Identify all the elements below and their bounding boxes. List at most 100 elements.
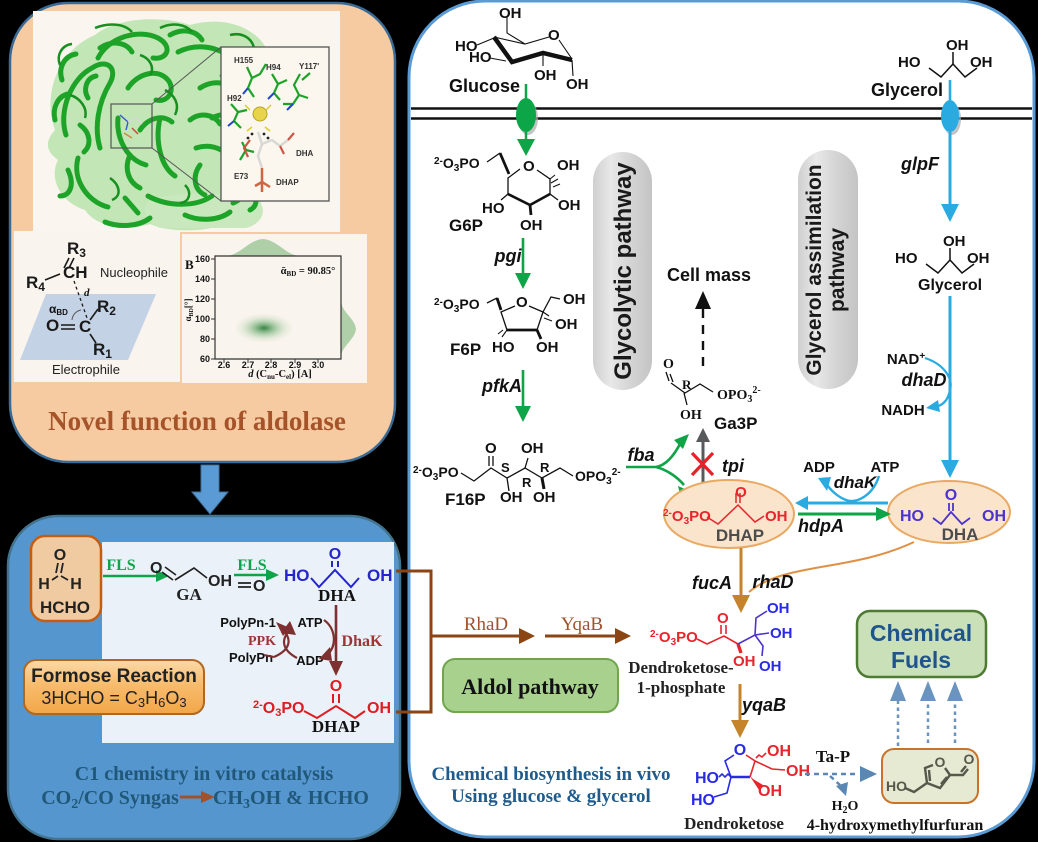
- svg-text:PolyPn-1: PolyPn-1: [220, 615, 276, 630]
- svg-text:OH: OH: [982, 508, 1006, 525]
- svg-text:DHA: DHA: [942, 525, 979, 544]
- svg-text:OH: OH: [533, 489, 556, 506]
- svg-text:O: O: [523, 158, 535, 175]
- svg-text:Electrophile: Electrophile: [52, 362, 120, 377]
- svg-text:PolyPn: PolyPn: [229, 650, 273, 665]
- svg-text:R: R: [682, 377, 692, 392]
- svg-text:DHAP: DHAP: [276, 178, 299, 187]
- svg-text:2-O3PO: 2-O3PO: [650, 629, 698, 648]
- svg-text:H92: H92: [227, 94, 242, 103]
- svg-text:DHAP: DHAP: [312, 717, 360, 736]
- svg-text:2-O3PO: 2-O3PO: [663, 508, 711, 527]
- svg-text:HO: HO: [492, 339, 515, 356]
- svg-text:NAD+: NAD+: [887, 351, 926, 368]
- svg-text:CH3OH & HCHO: CH3OH & HCHO: [213, 787, 369, 812]
- svg-text:OH: OH: [499, 5, 522, 22]
- svg-text:OH: OH: [733, 653, 756, 670]
- svg-text:Fuels: Fuels: [891, 647, 951, 673]
- svg-text:OH: OH: [943, 233, 966, 250]
- svg-text:pgi: pgi: [494, 246, 523, 266]
- svg-text:OH: OH: [367, 700, 391, 717]
- svg-text:Using glucose & glycerol: Using glucose & glycerol: [451, 786, 651, 807]
- svg-text:80: 80: [200, 334, 210, 344]
- svg-text:ATP: ATP: [297, 615, 322, 630]
- svg-text:O: O: [54, 547, 66, 564]
- svg-text:OH: OH: [770, 625, 793, 642]
- svg-text:3.0: 3.0: [312, 360, 325, 370]
- svg-text:OH: OH: [946, 37, 969, 54]
- svg-text:OH: OH: [758, 783, 782, 800]
- svg-text:OH: OH: [520, 217, 543, 234]
- svg-text:2-O3PO: 2-O3PO: [434, 296, 480, 315]
- svg-text:Glycerol: Glycerol: [871, 80, 943, 100]
- svg-text:H2O: H2O: [832, 799, 859, 816]
- svg-text:Glycerol assimilation: Glycerol assimilation: [803, 164, 826, 375]
- svg-text:2.8: 2.8: [265, 360, 278, 370]
- svg-text:O: O: [735, 484, 747, 501]
- svg-text:DHA: DHA: [318, 586, 357, 605]
- svg-text:OH: OH: [786, 763, 810, 780]
- svg-text:140: 140: [195, 274, 210, 284]
- svg-text:3HCHO = C3H6O3: 3HCHO = C3H6O3: [41, 688, 186, 710]
- svg-text:Chemical biosynthesis in vivo: Chemical biosynthesis in vivo: [431, 764, 670, 785]
- svg-text:dhaK: dhaK: [834, 473, 878, 492]
- svg-text:O: O: [717, 610, 729, 627]
- svg-text:B: B: [185, 257, 194, 272]
- svg-text:DHAP: DHAP: [716, 526, 764, 545]
- svg-text:OH: OH: [557, 157, 580, 174]
- svg-text:Glycerol: Glycerol: [918, 277, 982, 294]
- svg-text:O: O: [935, 754, 946, 770]
- svg-text:pathway: pathway: [826, 228, 849, 312]
- svg-text:F6P: F6P: [450, 340, 481, 359]
- svg-text:dhaD: dhaD: [902, 370, 947, 390]
- svg-text:tpi: tpi: [722, 456, 745, 476]
- svg-text:G6P: G6P: [449, 216, 483, 235]
- svg-text:CH: CH: [63, 263, 88, 282]
- svg-text:2.7: 2.7: [242, 360, 255, 370]
- svg-text:OH: OH: [536, 339, 559, 356]
- svg-text:C1 chemistry in vitro catalysi: C1 chemistry in vitro catalysis: [75, 763, 334, 785]
- svg-text:O: O: [734, 742, 746, 759]
- svg-text:OH: OH: [566, 76, 589, 93]
- svg-text:2-O3PO: 2-O3PO: [434, 155, 480, 174]
- svg-text:OH: OH: [767, 600, 790, 617]
- svg-text:rhaD: rhaD: [752, 572, 793, 592]
- svg-text:O: O: [253, 578, 265, 595]
- svg-text:Dendroketose: Dendroketose: [684, 814, 784, 833]
- svg-text:O: O: [329, 546, 341, 563]
- svg-text:Nucleophile: Nucleophile: [100, 265, 168, 280]
- svg-text:H: H: [70, 576, 82, 593]
- svg-text:HO: HO: [895, 250, 918, 267]
- svg-text:E73: E73: [234, 172, 249, 181]
- svg-text:HO: HO: [695, 770, 719, 787]
- svg-text:2.9: 2.9: [289, 360, 302, 370]
- svg-text:Glycolytic pathway: Glycolytic pathway: [610, 162, 637, 380]
- svg-text:O: O: [330, 678, 342, 695]
- svg-text:H155: H155: [234, 56, 254, 65]
- svg-text:HO: HO: [455, 38, 478, 55]
- svg-text:fucA: fucA: [692, 573, 732, 593]
- svg-text:OH: OH: [765, 508, 788, 525]
- svg-text:O: O: [548, 27, 560, 44]
- svg-text:160: 160: [195, 254, 210, 264]
- svg-text:Chemical: Chemical: [870, 620, 972, 646]
- svg-text:O: O: [945, 487, 957, 504]
- svg-text:pfkA: pfkA: [481, 376, 522, 396]
- svg-text:RhaD: RhaD: [464, 614, 508, 635]
- svg-text:Aldol pathway: Aldol pathway: [461, 674, 599, 699]
- svg-text:HO: HO: [469, 49, 492, 66]
- svg-text:OH: OH: [208, 573, 232, 590]
- svg-text:C: C: [79, 317, 91, 336]
- svg-text:OH: OH: [767, 743, 791, 760]
- svg-text:R: R: [540, 460, 550, 475]
- svg-text:OH: OH: [680, 408, 702, 423]
- svg-text:Ta-P: Ta-P: [816, 747, 850, 766]
- svg-text:glpF: glpF: [900, 154, 940, 174]
- svg-text:OH: OH: [367, 566, 393, 585]
- svg-text:120: 120: [195, 294, 210, 304]
- svg-text:OH: OH: [759, 658, 782, 675]
- svg-text:DhaK: DhaK: [342, 633, 383, 650]
- svg-text:NADH: NADH: [881, 402, 924, 419]
- svg-text:Novel function of aldolase: Novel function of aldolase: [48, 406, 346, 436]
- svg-text:OH: OH: [563, 291, 586, 308]
